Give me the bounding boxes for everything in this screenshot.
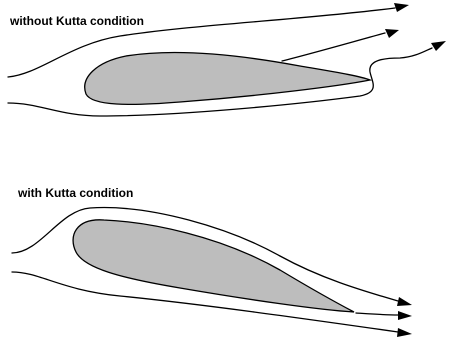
arrowhead-top-upper <box>394 3 409 12</box>
arrowhead-bottom-upper <box>397 297 412 306</box>
airfoil-bottom <box>73 220 354 312</box>
streamline-bottom-middle <box>356 313 398 315</box>
panel-with-kutta <box>12 208 412 337</box>
airfoil-top <box>85 53 370 105</box>
arrowhead-top-middle <box>385 29 399 38</box>
arrowhead-bottom-middle <box>398 311 412 320</box>
panel-without-kutta <box>8 3 446 116</box>
streamline-top-middle <box>282 33 385 61</box>
arrowhead-top-lower <box>431 41 446 51</box>
arrowhead-bottom-lower <box>397 328 412 337</box>
